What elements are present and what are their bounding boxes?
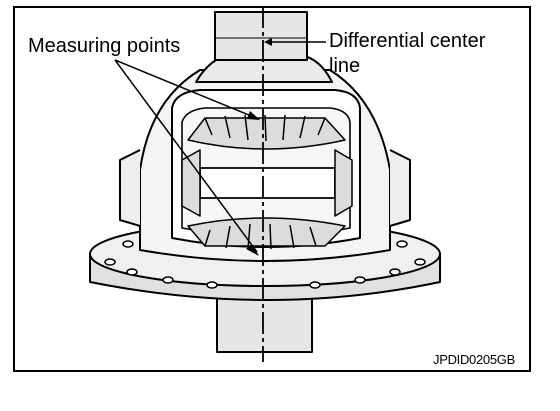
differential-center-line-label: Differential center bbox=[329, 30, 486, 52]
differential-center-line-label-line2: line bbox=[329, 55, 361, 77]
left-pinion-gear bbox=[181, 149, 201, 217]
lower-side-gear bbox=[187, 217, 346, 250]
differential-case bbox=[89, 11, 441, 353]
figure-frame bbox=[13, 6, 531, 372]
figure-code: JPDID0205GB bbox=[433, 352, 515, 367]
measuring-points-label: Measuring points bbox=[28, 35, 181, 57]
top-shaft bbox=[214, 11, 308, 61]
pinion-shaft bbox=[199, 167, 336, 199]
left-bearing-boss bbox=[119, 149, 141, 227]
measuring-arrowhead-upper bbox=[247, 111, 260, 120]
measuring-leader-upper bbox=[114, 59, 257, 119]
bottom-shaft bbox=[216, 295, 313, 353]
measuring-arrowhead-lower bbox=[246, 244, 259, 256]
flange-holes bbox=[104, 240, 426, 289]
measuring-leader-lower bbox=[114, 59, 258, 253]
upper-side-gear bbox=[187, 114, 346, 150]
right-pinion-gear bbox=[334, 149, 353, 217]
right-bearing-boss bbox=[389, 149, 411, 227]
center-line-arrowhead bbox=[264, 38, 272, 46]
